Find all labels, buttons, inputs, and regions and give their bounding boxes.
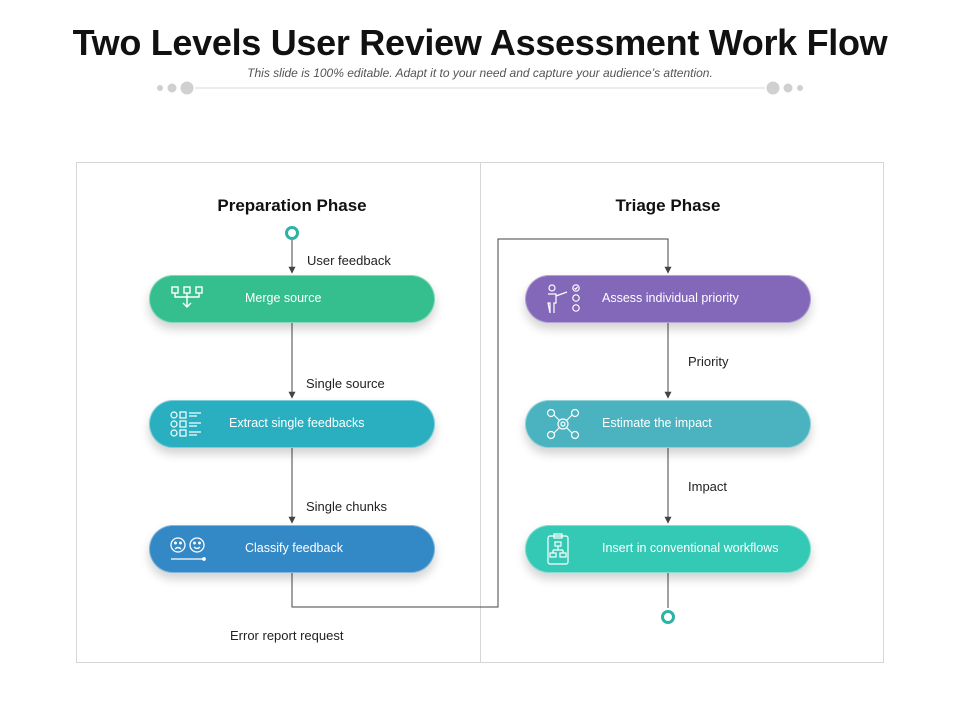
checklist-icon (170, 411, 201, 437)
step-assess-individual-priority: Assess individual priority (525, 275, 811, 323)
preparation-phase-title: Preparation Phase (217, 196, 367, 215)
edge-label-single-source: Single source (306, 376, 385, 391)
step-label: Merge source (245, 291, 322, 305)
edge-label-user-feedback: User feedback (307, 253, 391, 268)
edge-label-single-chunks: Single chunks (306, 499, 387, 514)
gear-network-icon (546, 408, 580, 440)
step-merge-source: Merge source (149, 275, 435, 323)
step-label: Insert in conventional workflows (602, 541, 779, 555)
edge-label-error-report-request: Error report request (230, 628, 344, 643)
step-label: Estimate the impact (602, 416, 712, 430)
step-extract-single-feedbacks: Extract single feedbacks (149, 400, 435, 448)
merge-flow-icon (171, 286, 203, 308)
phase-divider (480, 162, 481, 663)
connector-classify-to-assess (291, 238, 672, 608)
edge-label-impact: Impact (688, 479, 728, 494)
title-divider-decoration (157, 81, 803, 95)
slide-title: Two Levels User Review Assessment Work F… (72, 22, 888, 63)
step-insert-in-conventional-workflows: Insert in conventional workflows (525, 525, 811, 573)
presenter-checklist-icon (547, 284, 580, 314)
triage-phase-title: Triage Phase (615, 196, 721, 215)
step-label: Classify feedback (245, 541, 343, 555)
clipboard-flowchart-icon (547, 533, 569, 565)
step-classify-feedback: Classify feedback (149, 525, 435, 573)
start-node (285, 226, 299, 240)
end-node (661, 610, 675, 624)
step-label: Extract single feedbacks (229, 416, 365, 430)
slide-subtitle: This slide is 100% editable. Adapt it to… (247, 66, 713, 80)
step-estimate-the-impact: Estimate the impact (525, 400, 811, 448)
sad-happy-faces-icon (170, 537, 206, 561)
edge-label-priority: Priority (688, 354, 729, 369)
step-label: Assess individual priority (602, 291, 739, 305)
